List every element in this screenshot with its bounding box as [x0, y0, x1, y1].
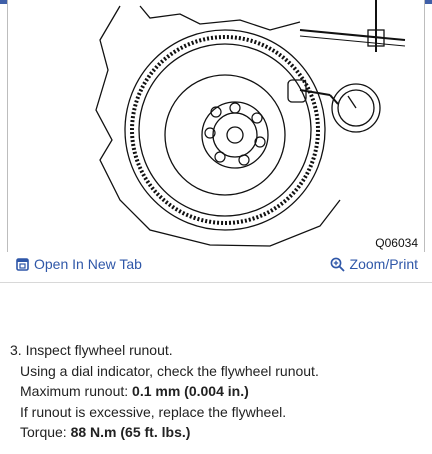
flywheel-runout-illustration: [95, 0, 406, 247]
indicator-arm: [299, 89, 331, 96]
zoom-print-label: Zoom/Print: [349, 256, 418, 272]
torque-value: 88 N.m (65 ft. lbs.): [70, 424, 191, 440]
step-number: 3.: [10, 342, 22, 358]
max-runout-value: 0.1 mm (0.004 in.): [132, 383, 249, 399]
open-in-new-tab-link[interactable]: Open In New Tab: [16, 256, 142, 272]
flywheel-hub-outer: [201, 101, 269, 169]
step-instruction: Using a dial indicator, check the flywhe…: [20, 362, 319, 379]
excessive-runout-note: If runout is excessive, replace the flyw…: [20, 403, 287, 420]
flywheel-hub-inner: [212, 112, 258, 158]
step-heading: 3. Inspect flywheel runout.: [10, 340, 319, 361]
flywheel-outer-ring: [124, 29, 326, 231]
indicator-stand-rod-2: [299, 35, 406, 47]
max-runout-line: Maximum runout: 0.1 mm (0.004 in.): [10, 381, 319, 402]
indicator-stand-rod: [299, 29, 406, 41]
torque-line: Torque: 88 N.m (65 ft. lbs.): [10, 422, 319, 443]
flywheel-inner-ring: [138, 43, 312, 217]
figure-panel: Q06034 Open In New Tab Zoom/Print: [0, 0, 432, 283]
dial-gauge-bezel: [331, 83, 381, 133]
figure-code: Q06034: [375, 236, 418, 250]
flywheel-face-ring: [164, 74, 286, 196]
dial-gauge-needle: [347, 95, 357, 109]
engine-block-top: [139, 5, 301, 31]
step-title: Inspect flywheel runout.: [25, 342, 173, 358]
flywheel-bolts: [204, 102, 266, 166]
indicator-clamp: [367, 29, 385, 47]
open-in-new-tab-label: Open In New Tab: [34, 256, 142, 272]
torque-label: Torque:: [20, 424, 67, 440]
max-runout-label: Maximum runout:: [20, 383, 129, 399]
engine-block-outline: [95, 5, 341, 247]
zoom-print-link[interactable]: Zoom/Print: [330, 256, 418, 272]
flywheel-teeth-ring: [130, 35, 320, 225]
flywheel-center: [226, 126, 244, 144]
open-new-tab-icon: [16, 257, 29, 271]
magnifier-zoom-icon: [330, 257, 345, 272]
dial-gauge-stem: [329, 94, 339, 105]
dial-gauge-face: [337, 89, 375, 127]
indicator-arm-clamp: [287, 79, 307, 103]
procedure-step: 3. Inspect flywheel runout. Using a dial…: [10, 340, 319, 443]
